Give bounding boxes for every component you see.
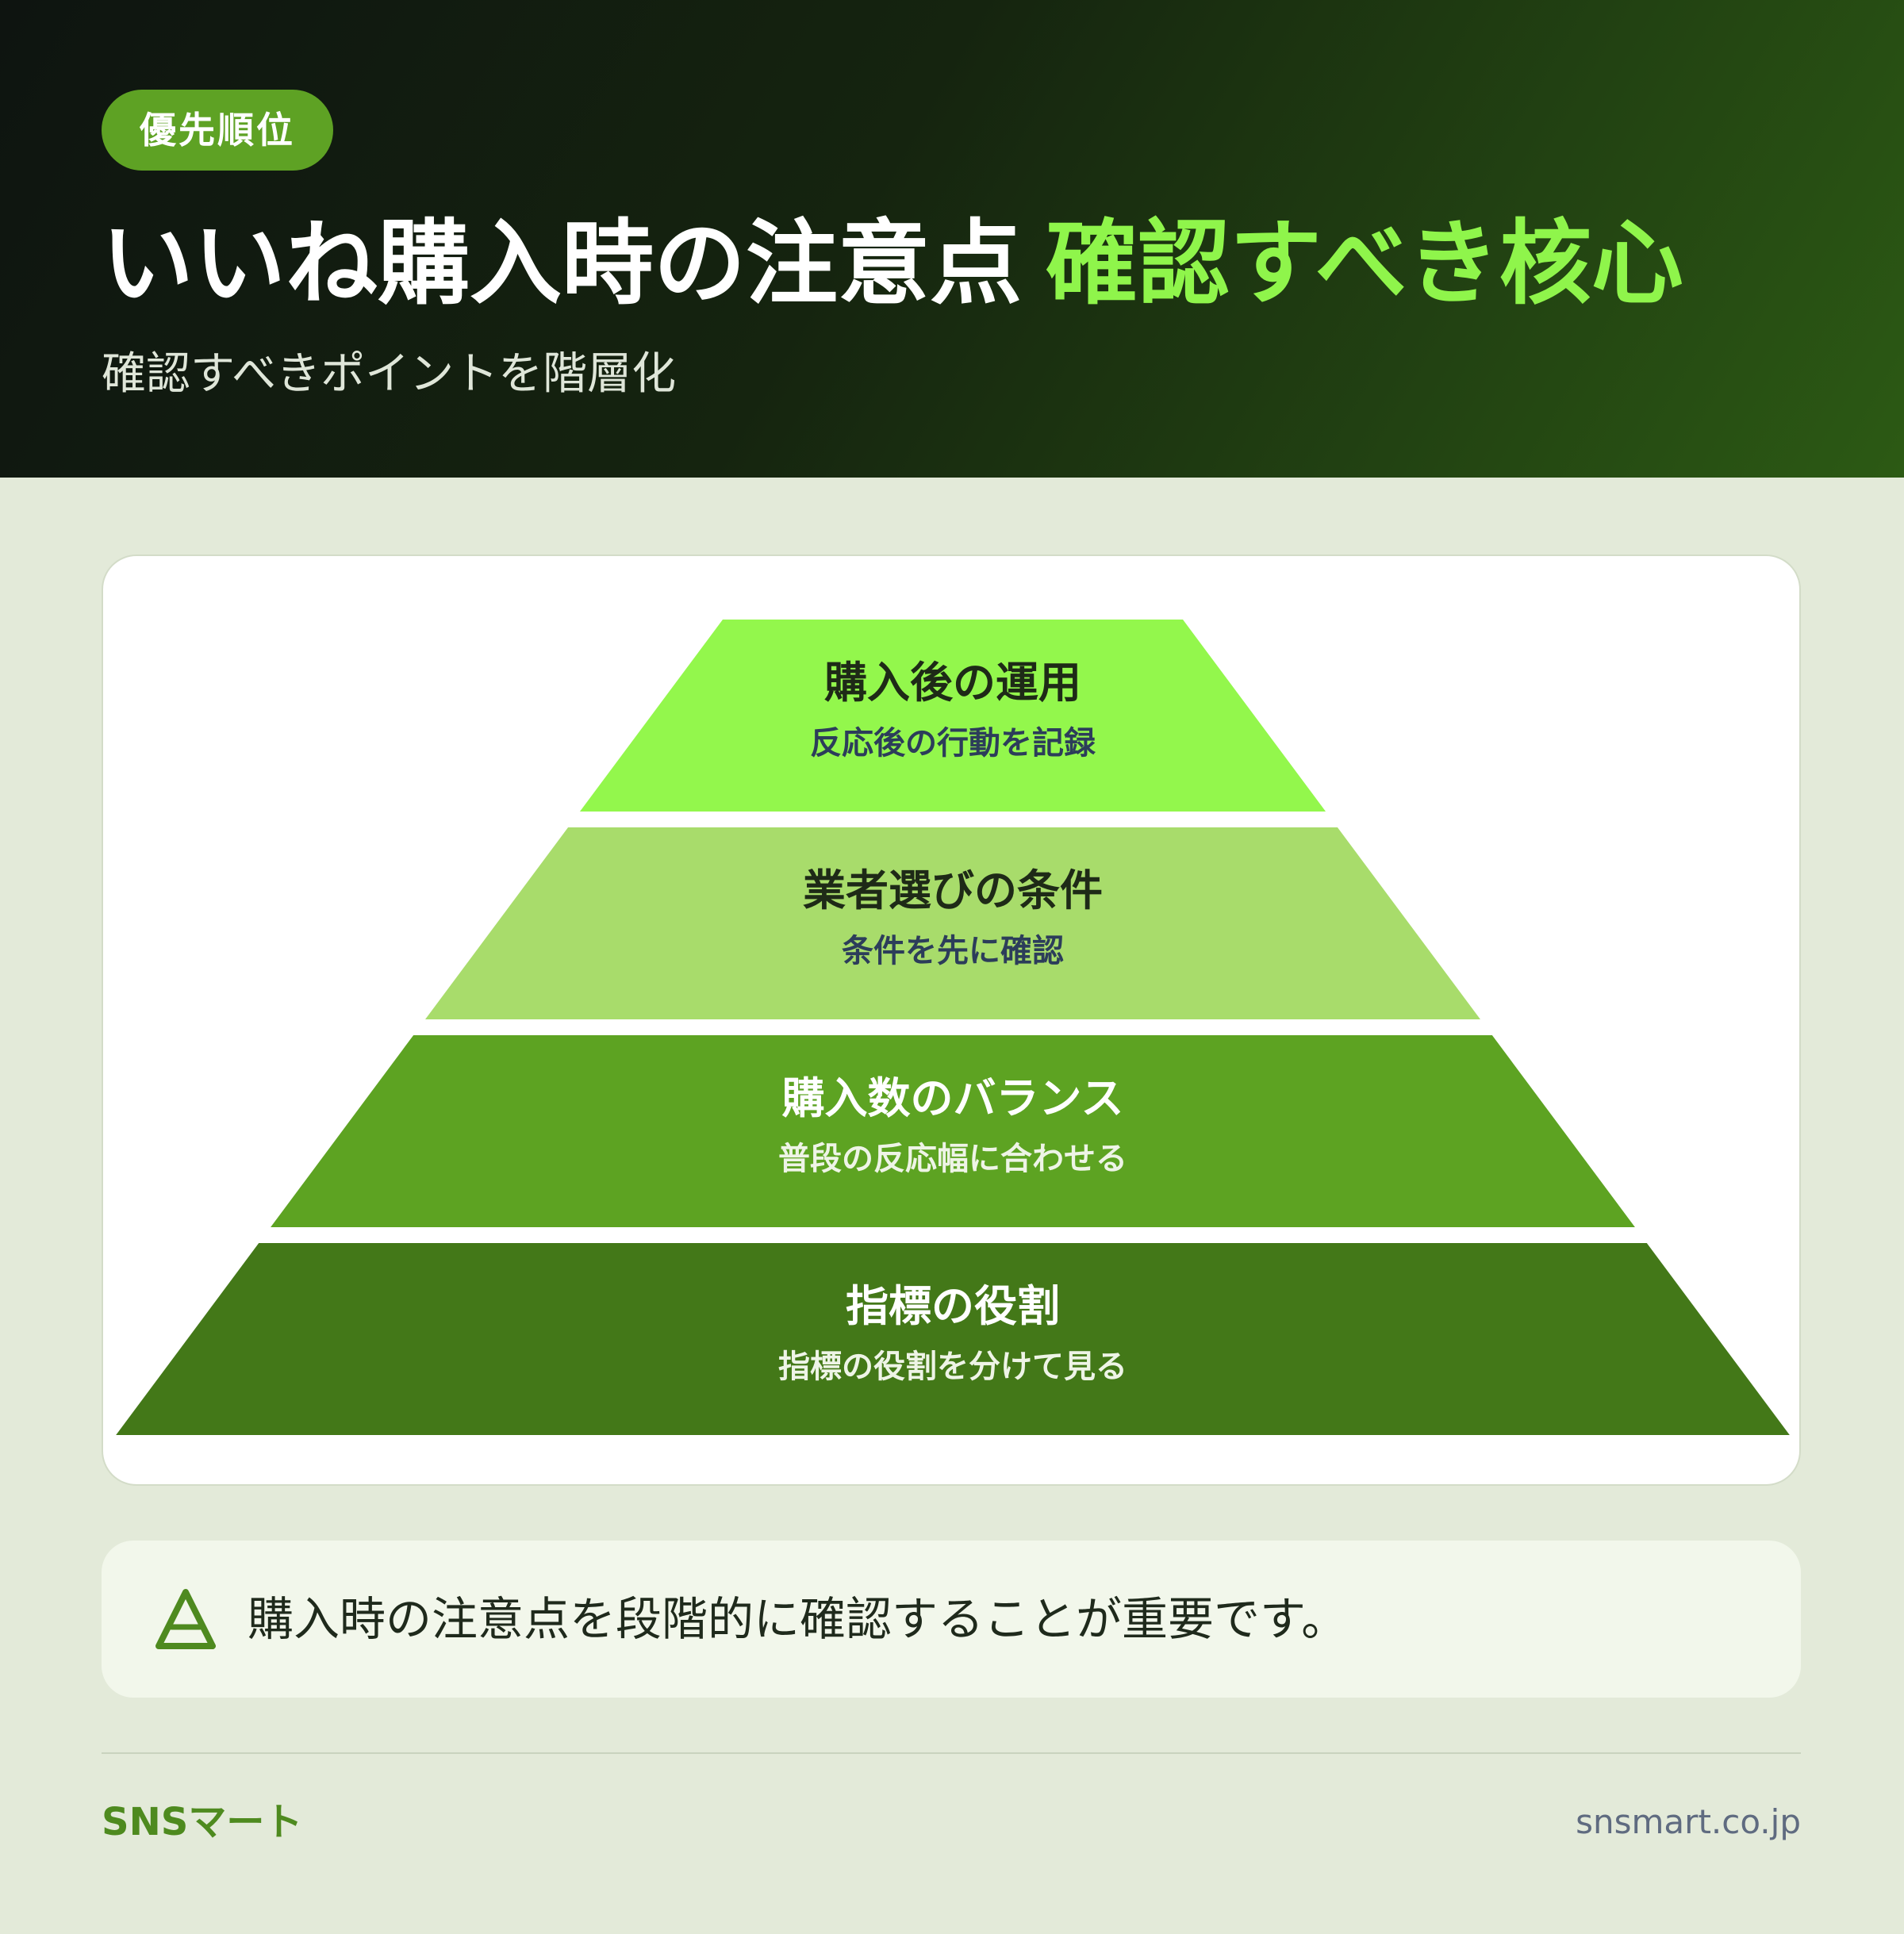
- pyramid-tier-4: [116, 1243, 1790, 1435]
- brand-name: SNSマート: [102, 1800, 303, 1844]
- tier-title: 購入数のバランス: [781, 1073, 1124, 1123]
- tier-description: 反応後の行動を記録: [810, 725, 1096, 762]
- page-subtitle: 確認すべきポイントを階層化: [102, 348, 677, 400]
- pyramid-diagram: [116, 620, 1790, 1435]
- tier-description: 指標の役割を分けて見る: [778, 1349, 1127, 1385]
- pyramid-tier-3: [271, 1035, 1635, 1227]
- footer-divider: [102, 1752, 1801, 1754]
- tier-title: 購入後の運用: [824, 658, 1081, 708]
- title-accent: 確認すべき核心: [1046, 210, 1683, 317]
- title-main: いいね購入時の注意点: [102, 210, 1022, 317]
- priority-badge: 優先順位: [102, 90, 333, 171]
- tier-title: 業者選びの条件: [803, 865, 1103, 915]
- tier-title: 指標の役割: [846, 1281, 1060, 1331]
- pyramid-tier-1: [579, 620, 1326, 812]
- pyramid-tier-2: [425, 827, 1480, 1019]
- pyramid-icon: [155, 1589, 216, 1649]
- pyramid-card: 購入後の運用反応後の行動を記録業者選びの条件条件を先に確認購入数のバランス普段の…: [102, 554, 1801, 1486]
- header-banner: 優先順位 いいね購入時の注意点確認すべき核心 確認すべきポイントを階層化: [0, 0, 1904, 478]
- page-title: いいね購入時の注意点確認すべき核心: [102, 205, 1847, 324]
- summary-text: 購入時の注意点を段階的に確認することが重要です。: [248, 1592, 1348, 1646]
- site-url: snsmart.co.jp: [1576, 1802, 1801, 1841]
- tier-description: 普段の反応幅に合わせる: [778, 1141, 1127, 1177]
- summary-note: 購入時の注意点を段階的に確認することが重要です。: [102, 1541, 1801, 1698]
- tier-description: 条件を先に確認: [842, 933, 1064, 969]
